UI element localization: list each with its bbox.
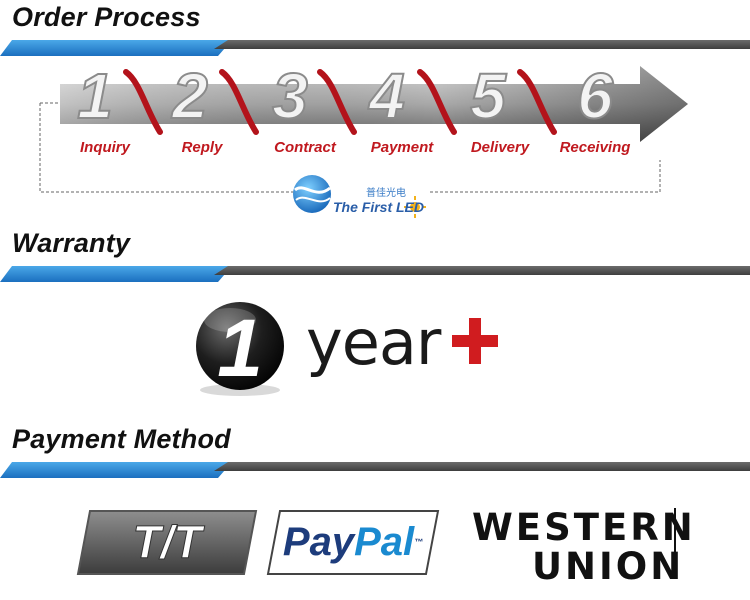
divider-payment <box>0 462 750 478</box>
warranty-year-text: year <box>306 306 441 379</box>
globe-logo-icon <box>293 175 331 213</box>
section-title-payment: Payment Method <box>12 424 231 454</box>
step-number: 5 <box>469 59 507 133</box>
logo-chinese-text: 普佳光电 <box>366 188 406 199</box>
step-number: 3 <box>271 59 309 133</box>
tt-logo: T/T <box>76 509 258 576</box>
divider-order <box>0 40 750 56</box>
step-label: Inquiry <box>79 139 130 156</box>
wu-line-1: WESTERN <box>472 506 696 549</box>
process-arrow <box>39 66 688 193</box>
step-number: 2 <box>171 59 209 133</box>
step-label: Delivery <box>470 139 530 156</box>
paypal-pay-text: Pay <box>282 520 355 564</box>
step-label: Reply <box>181 139 223 156</box>
wu-bar <box>674 508 676 570</box>
step-label: Receiving <box>559 139 631 156</box>
western-union-logo: WESTERN UNION <box>472 506 696 588</box>
plus-icon <box>452 318 498 364</box>
step-label: Contract <box>274 139 336 156</box>
section-title-order: Order Process <box>12 2 201 32</box>
divider-warranty <box>0 266 750 282</box>
step-number: 1 <box>76 59 114 133</box>
step-label: Payment <box>370 139 434 156</box>
paypal-logo: PayPal™ <box>266 509 440 576</box>
warranty-badge-icon: 1 <box>196 302 284 396</box>
paypal-pal-text: Pal <box>354 520 415 564</box>
warranty-number: 1 <box>217 303 263 394</box>
step-number: 6 <box>576 59 614 133</box>
step-number: 4 <box>368 59 406 133</box>
section-title-warranty: Warranty <box>12 228 131 258</box>
tt-label: T/T <box>132 516 202 569</box>
sun-icon <box>404 196 426 218</box>
logo-text: The First LED <box>333 199 425 215</box>
wu-line-2: UNION <box>532 545 685 588</box>
paypal-tm: ™ <box>414 537 424 547</box>
